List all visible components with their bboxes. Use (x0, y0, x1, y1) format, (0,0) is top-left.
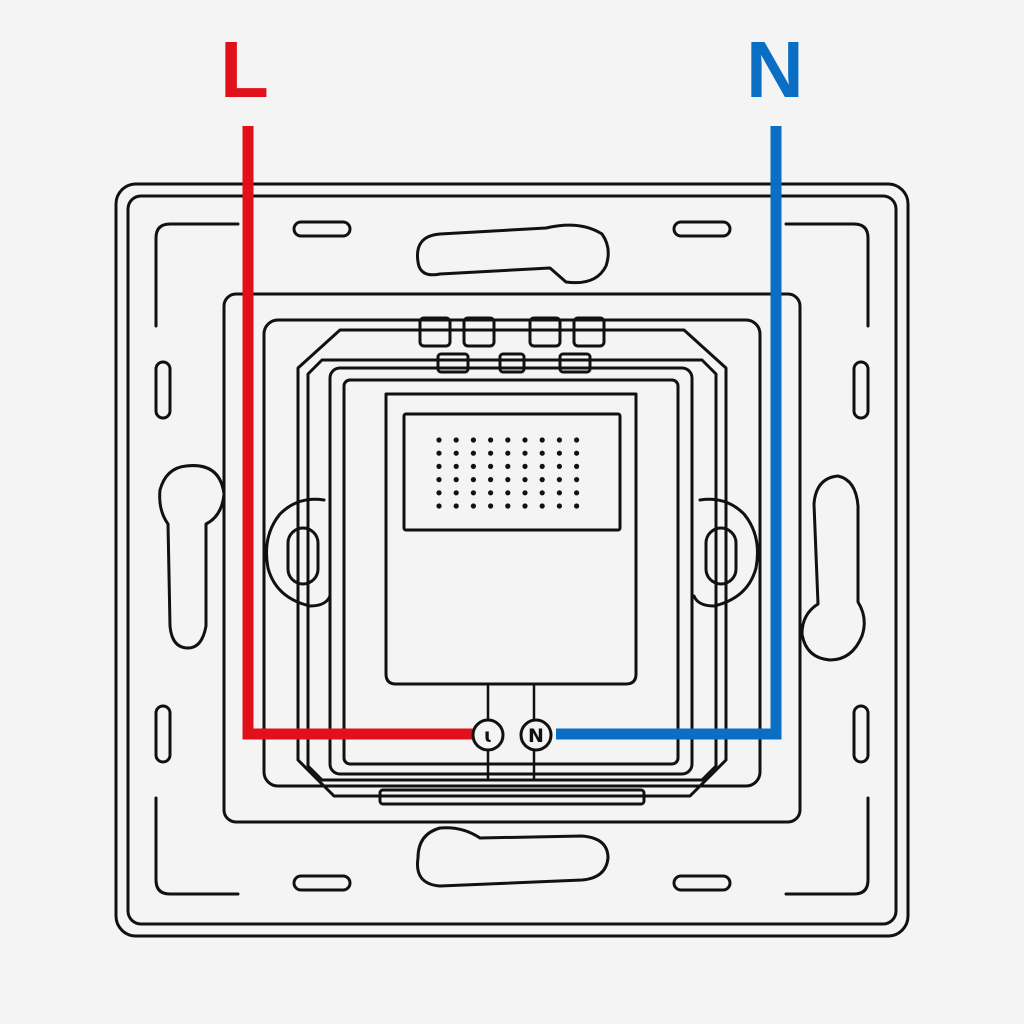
grille-dot (539, 490, 545, 496)
grille-dot (522, 477, 528, 483)
wires (242, 126, 782, 740)
grille-dot (522, 490, 528, 496)
grille-dot (470, 490, 476, 496)
plate-slots (154, 220, 870, 892)
grille-dot (522, 503, 528, 509)
grille-dot (453, 437, 459, 443)
grille-dot (574, 463, 580, 469)
grille-dot (522, 463, 528, 469)
neutral-wire-label: N (746, 25, 804, 114)
grille-dot (539, 463, 545, 469)
grille-dot (436, 477, 442, 483)
grille-dot (505, 463, 511, 469)
grille-dot (488, 477, 494, 483)
grille-dot (436, 450, 442, 456)
grille-dot (505, 503, 511, 509)
grille-dot (453, 490, 459, 496)
grille-dot (470, 503, 476, 509)
housing-clips (418, 316, 606, 374)
mechanism-housing (222, 292, 802, 824)
grille-dot (488, 437, 494, 443)
grille-dot (522, 437, 528, 443)
grille-dot (556, 463, 563, 469)
grille-dot (556, 490, 563, 496)
grille-dot (436, 437, 442, 443)
grille-dot (470, 437, 476, 443)
live-wire (242, 126, 476, 740)
grille-dot (436, 503, 442, 509)
grille-dot (488, 490, 494, 496)
grille-dot (505, 437, 511, 443)
grille-dot (453, 503, 459, 509)
grille-dot (556, 477, 563, 483)
grille-dot (574, 490, 580, 496)
grille-dot (539, 437, 545, 443)
grille-dot (505, 490, 511, 496)
grille-dot (574, 477, 580, 483)
grille-dot (574, 503, 580, 509)
grille-dot (470, 450, 476, 456)
grille-dot (488, 463, 494, 469)
sensor-module (384, 392, 638, 780)
grille-dot (470, 477, 476, 483)
grille-dot (453, 477, 459, 483)
grille-dot (488, 450, 494, 456)
neutral-terminal: N (519, 718, 553, 752)
grille-dot (453, 450, 459, 456)
live-terminal-label: ɩ (484, 725, 492, 747)
mounting-ears (265, 497, 759, 608)
grille-dot (505, 477, 511, 483)
grille-dot (574, 450, 580, 456)
grille-dot (556, 503, 563, 509)
grille-dot (436, 463, 442, 469)
live-terminal: ɩ (471, 718, 505, 752)
grille-dot (488, 503, 494, 509)
plate-corner-brackets (154, 222, 870, 896)
grille-dot (556, 437, 563, 443)
grille-dot (505, 450, 511, 456)
grille-dot (539, 450, 545, 456)
grille-dot (470, 463, 476, 469)
grille-dot (539, 503, 545, 509)
neutral-wire (556, 126, 782, 740)
grille-dot (574, 437, 580, 443)
sensor-grille (436, 437, 580, 509)
grille-dot (453, 463, 459, 469)
outer-frame (114, 182, 910, 938)
grille-dot (539, 477, 545, 483)
grille-dot (556, 450, 563, 456)
terminals: ɩ N (471, 718, 553, 752)
neutral-terminal-label: N (528, 725, 544, 747)
grille-dot (436, 490, 442, 496)
live-wire-label: L (220, 25, 269, 114)
grille-dot (522, 450, 528, 456)
